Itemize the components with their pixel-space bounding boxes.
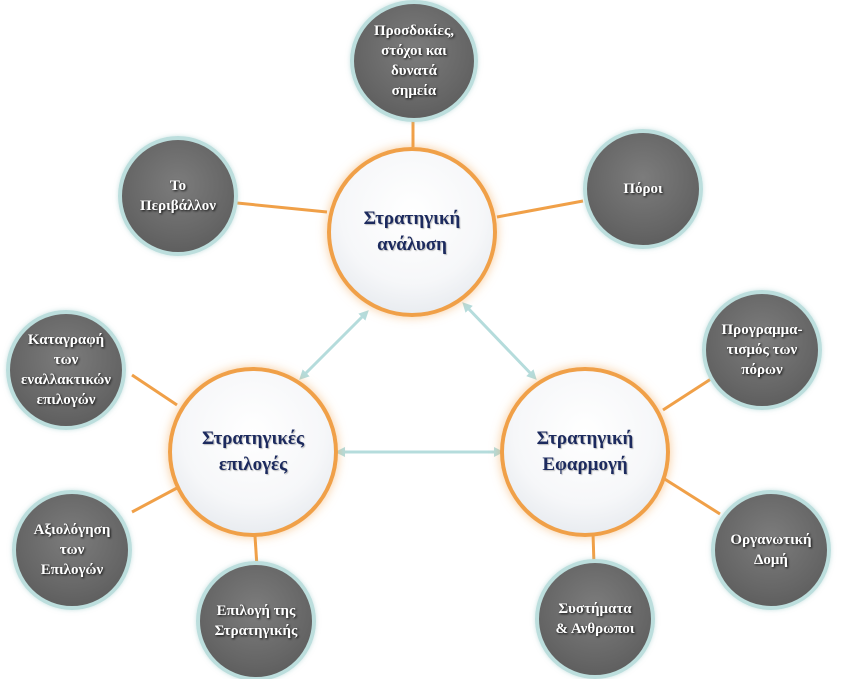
strategy-selection-node: Επιλογή της Στρατηγικής bbox=[196, 561, 316, 679]
strategic-analysis-label: Στρατηγική ανάλυση bbox=[363, 208, 461, 255]
strategy-selection-label: Επιλογή της Στρατηγικής bbox=[214, 603, 298, 639]
arrow-analysis-implementation bbox=[462, 302, 537, 380]
resource-planning-label: Προγραμμα- τισμός των πόρων bbox=[721, 322, 803, 378]
strategy-implementation-node: Στρατηγική Εφαρμογή bbox=[500, 367, 670, 537]
evaluation-label: Αξιολόγηση των Επιλογών bbox=[33, 522, 111, 578]
connector-analysis-resources bbox=[496, 199, 584, 219]
expectations-label: Προσδοκίες, στόχοι και δυνατά σημεία bbox=[373, 23, 455, 99]
connector-implementation-planning bbox=[662, 375, 715, 412]
record-alternatives-label: Καταγραφή των εναλλακτικών επιλογών bbox=[20, 332, 112, 408]
organizational-structure-node: Οργανωτική Δομή bbox=[711, 490, 831, 610]
environment-node: Το Περιβάλλον bbox=[118, 136, 238, 256]
connector-choices-record bbox=[131, 373, 178, 407]
resources-label: Πόροι bbox=[623, 181, 663, 197]
strategic-analysis-node: Στρατηγική ανάλυση bbox=[327, 147, 497, 317]
resources-node: Πόροι bbox=[583, 129, 703, 249]
environment-label: Το Περιβάλλον bbox=[140, 178, 216, 214]
strategic-choices-label: Στρατηγικές επιλογές bbox=[201, 428, 305, 475]
strategic-choices-node: Στρατηγικές επιλογές bbox=[168, 367, 338, 537]
systems-people-node: Συστήματα & Ανθρωποι bbox=[535, 559, 655, 679]
expectations-node: Προσδοκίες, στόχοι και δυνατά σημεία bbox=[350, 0, 478, 122]
record-alternatives-node: Καταγραφή των εναλλακτικών επιλογών bbox=[6, 310, 126, 430]
connector-choices-evaluation bbox=[131, 486, 178, 514]
connector-analysis-environment bbox=[236, 201, 328, 214]
arrow-analysis-choices bbox=[299, 310, 369, 380]
strategy-implementation-label: Στρατηγική Εφαρμογή bbox=[536, 428, 634, 475]
systems-people-label: Συστήματα & Ανθρωποι bbox=[555, 601, 635, 637]
connector-implementation-structure bbox=[662, 476, 721, 516]
organizational-structure-label: Οργανωτική Δομή bbox=[730, 532, 812, 568]
evaluation-node: Αξιολόγηση των Επιλογών bbox=[12, 490, 132, 610]
resource-planning-node: Προγραμμα- τισμός των πόρων bbox=[702, 290, 822, 410]
